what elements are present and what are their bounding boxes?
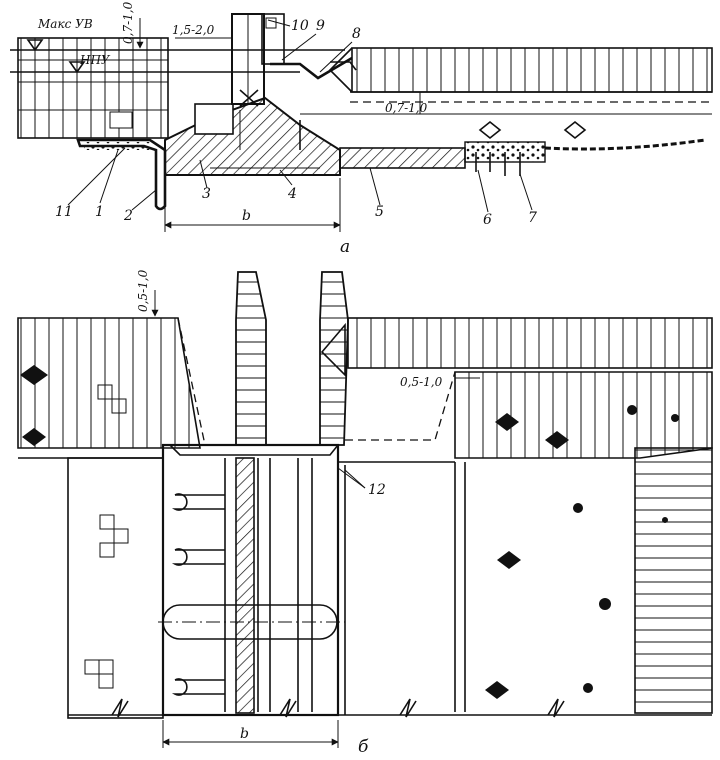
upstream-apron [76, 138, 167, 211]
upstream-embankment [17, 37, 169, 139]
plan-upstream-left-bank [17, 317, 206, 449]
callout-8: 8 [352, 26, 361, 42]
section-b-label: б [358, 737, 369, 757]
dim-b2: 0,5-1,0 [400, 375, 443, 389]
section-a-dimensions [136, 18, 421, 232]
callout-2: 2 [123, 208, 133, 224]
plan-downstream-channel [338, 461, 466, 715]
section-b: 0,5-1,0 0,5-1,0 b 12 б [17, 269, 713, 757]
downstream-apron [299, 120, 706, 176]
dim-a3: 0,7-1,0 [385, 101, 428, 115]
plan-piers-upper [235, 271, 349, 446]
dam-body [164, 13, 357, 176]
callout-9: 9 [316, 18, 325, 34]
plan-right-bank-lower [485, 405, 713, 714]
plan-gate-structure [158, 443, 345, 717]
section-a: Макс УВ НПУ 0,7-1,0 1,5-2,0 0,7-1,0 b а … [10, 1, 713, 257]
callout-7: 7 [528, 210, 537, 226]
callout-4: 4 [287, 186, 297, 202]
plan-break-lines [68, 698, 712, 718]
normal-water-level-label: НПУ [79, 53, 111, 67]
callout-10: 10 [291, 18, 309, 34]
callout-11: 11 [55, 204, 73, 220]
section-a-label: а [340, 237, 350, 257]
dim-a2: 1,5-2,0 [172, 23, 215, 37]
section-b-dimensions [151, 290, 480, 748]
span-label-a: b [242, 208, 251, 224]
plan-downstream-left-bank [18, 457, 164, 719]
dim-a1: 0,7-1,0 [121, 1, 135, 44]
callout-6: 6 [483, 212, 492, 228]
downstream-bank [328, 47, 713, 140]
callout-1: 1 [95, 204, 104, 220]
span-label-b: b [240, 726, 249, 742]
plan-right-bank-upper [345, 317, 713, 459]
callout-12: 12 [368, 482, 386, 498]
dim-b1: 0,5-1,0 [136, 269, 150, 312]
max-water-level-label: Макс УВ [37, 17, 93, 31]
callout-5: 5 [375, 204, 384, 220]
section-a-leaders [67, 19, 533, 213]
callout-3: 3 [202, 186, 211, 202]
